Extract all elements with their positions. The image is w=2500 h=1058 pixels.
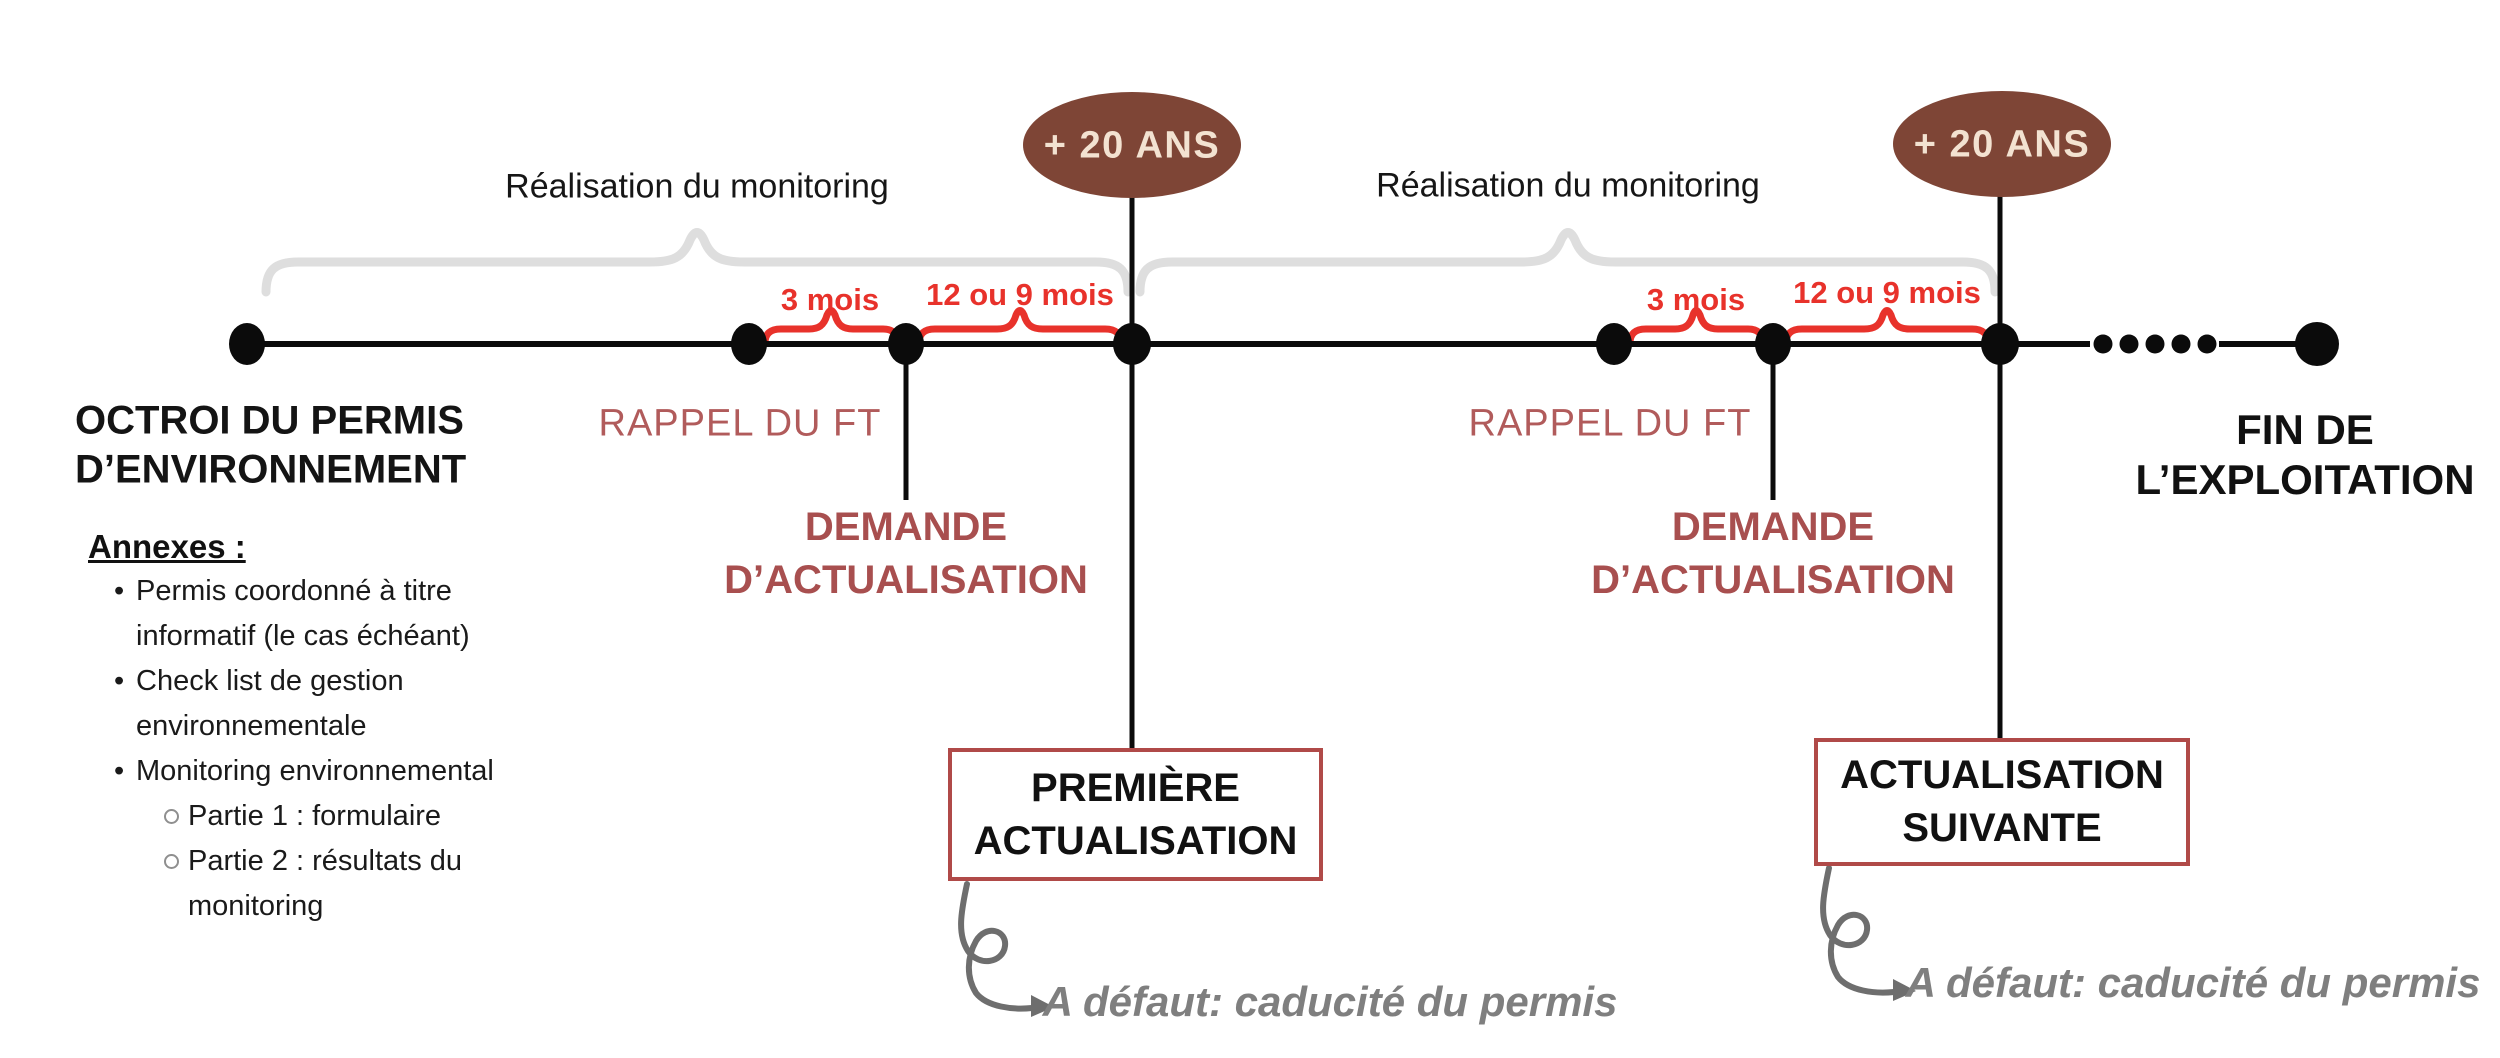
annex-item-continuation: environnementale	[136, 710, 367, 742]
annex-item: • Check list de gestion	[88, 659, 494, 704]
monitoring-brace-2	[1135, 228, 2000, 297]
milestone-dot-20ans-2	[1981, 323, 2019, 365]
annexes-block: Annexes : • Permis coordonné à titre inf…	[88, 524, 494, 929]
circle-bullet-icon	[164, 809, 179, 824]
delay-brace-3mois-2	[1626, 307, 1767, 347]
annex-item: • Permis coordonné à titre	[88, 569, 494, 614]
demande-actualisation-label-1: DEMANDE D’ACTUALISATION	[724, 505, 1088, 602]
milestone-dot-demande-2	[1755, 323, 1791, 365]
rappel-du-ft-label-1: RAPPEL DU FT	[598, 402, 882, 445]
plus-20-ans-badge-2: + 20 ANS	[1913, 123, 2091, 166]
monitoring-label-2: Réalisation du monitoring	[1376, 166, 1760, 205]
timeline-ellipsis-dots	[2093, 334, 2217, 354]
squiggle-arrow-icon-1	[958, 881, 1054, 1017]
annex-subitem-continuation: monitoring	[188, 890, 324, 922]
delay-12-ou-9-mois-label-1: 12 ou 9 mois	[926, 277, 1114, 312]
delay-brace-3mois-1	[761, 307, 901, 347]
annex-item: • Monitoring environnemental	[88, 749, 494, 794]
bullet-icon: •	[114, 575, 125, 607]
demande-actualisation-label-2: DEMANDE D’ACTUALISATION	[1591, 505, 1955, 602]
annex-item-continuation: informatif (le cas échéant)	[136, 620, 470, 652]
delay-brace-12ou9-2	[1782, 307, 1992, 347]
actualisation-suivante-box: ACTUALISATION SUIVANTE	[1814, 738, 2190, 866]
delay-12-ou-9-mois-label-2: 12 ou 9 mois	[1793, 275, 1981, 310]
bullet-icon: •	[114, 755, 125, 787]
plus-20-ans-oval-1	[1023, 92, 1241, 198]
milestone-dot-20ans-1	[1113, 323, 1151, 365]
plus-20-ans-oval-2	[1893, 91, 2111, 197]
delay-3-mois-label-2: 3 mois	[1646, 282, 1746, 317]
monitoring-label-1: Réalisation du monitoring	[505, 167, 889, 206]
milestone-dot-octroi	[229, 323, 265, 365]
delay-3-mois-label-1: 3 mois	[780, 282, 880, 317]
rappel-du-ft-label-2: RAPPEL DU FT	[1468, 402, 1752, 445]
squiggle-arrow-icon-2	[1820, 865, 1916, 1001]
caducite-note-1: A défaut: caducité du permis	[1042, 978, 1618, 1025]
bullet-icon: •	[114, 665, 125, 697]
milestone-dot-fin	[2295, 322, 2339, 366]
delay-brace-12ou9-1	[915, 307, 1125, 347]
octroi-title-line1: OCTROI DU PERMIS	[75, 398, 464, 443]
plus-20-ans-badge-1: + 20 ANS	[1043, 124, 1221, 167]
milestone-dot-rappel-1	[731, 323, 767, 365]
milestone-dot-demande-1	[888, 323, 924, 365]
annex-subitem: Partie 1 : formulaire	[88, 794, 494, 839]
monitoring-brace-1	[261, 228, 1133, 297]
premiere-actualisation-box: PREMIÈRE ACTUALISATION	[948, 748, 1323, 881]
octroi-title-line2: D’ENVIRONNEMENT	[75, 447, 467, 492]
fin-exploitation-label: FIN DE L’EXPLOITATION	[2135, 406, 2475, 503]
milestone-dot-rappel-2	[1596, 323, 1632, 365]
circle-bullet-icon	[164, 854, 179, 869]
annexes-heading: Annexes :	[88, 528, 246, 565]
annex-subitem: Partie 2 : résultats du	[88, 839, 494, 884]
caducite-note-2: A défaut: caducité du permis	[1905, 959, 2481, 1006]
